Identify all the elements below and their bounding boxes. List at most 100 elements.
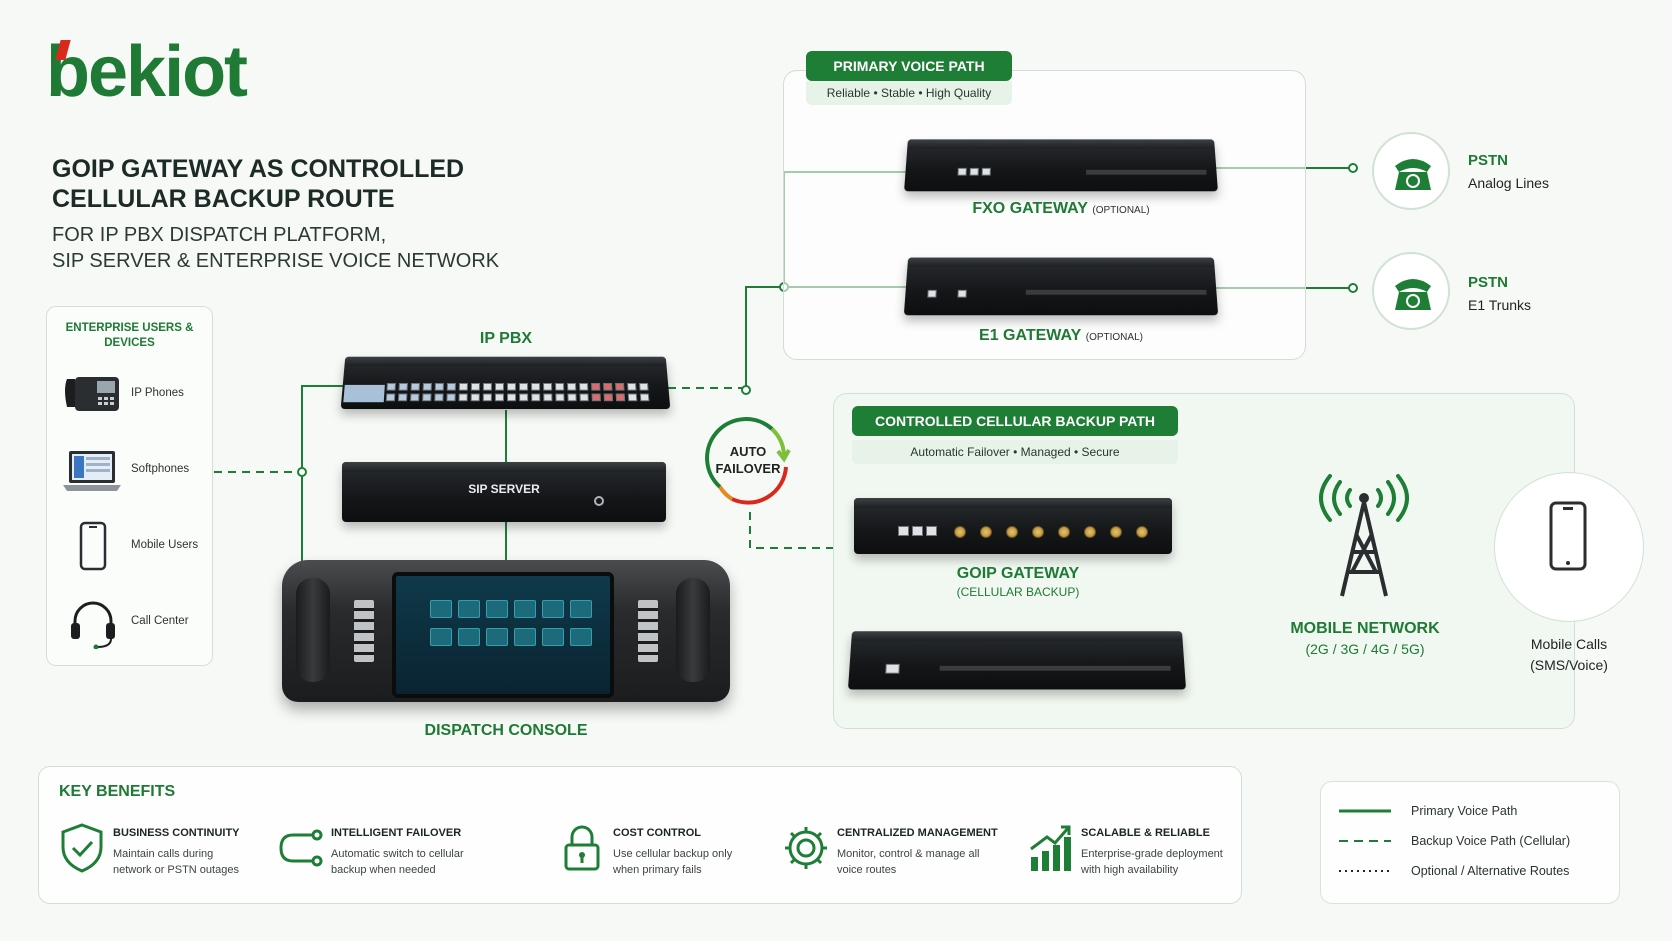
page-subtitle: FOR IP PBX DISPATCH PLATFORM, SIP SERVER… xyxy=(52,222,572,274)
padlock-icon xyxy=(564,825,600,871)
subtitle-line-1: FOR IP PBX DISPATCH PLATFORM, xyxy=(52,224,387,246)
e1-optional-label: (OPTIONAL) xyxy=(1085,332,1143,343)
failover-cycle-icon xyxy=(705,417,791,505)
failover-line-1: AUTO xyxy=(729,444,767,459)
benefit-desc: Automatic switch to cellular backup when… xyxy=(331,848,464,876)
pstn-e1-subtitle: E1 Trunks xyxy=(1468,297,1532,313)
goip-gateway-sublabel: (CELLULAR BACKUP) xyxy=(956,585,1080,599)
antenna-connectors xyxy=(954,526,1148,538)
mobile-calls-label: Mobile Calls (SMS/Voice) xyxy=(1494,634,1644,676)
user-label-call-center: Call Center xyxy=(131,615,189,627)
mobile-calls-line-2: (SMS/Voice) xyxy=(1530,657,1608,673)
benefit-desc: Maintain calls during network or PSTN ou… xyxy=(113,848,239,876)
pstn-e1-title: PSTN xyxy=(1468,274,1509,291)
mobile-network-subtitle: (2G / 3G / 4G / 5G) xyxy=(1305,641,1425,657)
benefit-title: CENTRALIZED MANAGEMENT xyxy=(837,827,998,839)
e1-gateway-label: E1 GATEWAY xyxy=(979,327,1082,344)
smartphone-icon xyxy=(1549,501,1587,571)
headset-icon xyxy=(71,601,115,649)
primary-path-title: PRIMARY VOICE PATH xyxy=(806,51,1012,81)
backup-link-failover-goip xyxy=(749,512,846,549)
mobile-calls-line-1: Mobile Calls xyxy=(1530,636,1608,652)
benefit-title: SCALABLE & RELIABLE xyxy=(1081,827,1210,839)
fxo-gateway-device xyxy=(904,139,1218,192)
title-line-2: CELLULAR BACKUP ROUTE xyxy=(52,185,395,213)
pstn-analog-circle xyxy=(1372,132,1450,210)
bekiot-logo: bekiot xyxy=(46,36,248,108)
key-benefits-panel: KEY BENEFITS BUSINESS CONTINUITY Maintai… xyxy=(38,766,1242,904)
sip-server-label: SIP SERVER xyxy=(468,482,540,496)
benefit-intelligent-failover: INTELLIGENT FAILOVER Automatic switch to… xyxy=(275,819,535,889)
telephone-icon xyxy=(1395,279,1431,310)
left-handset xyxy=(296,578,330,682)
laptop-icon xyxy=(63,451,121,491)
console-touchscreen xyxy=(392,572,614,698)
smartphone-icon xyxy=(79,521,107,571)
right-handset xyxy=(676,578,710,682)
logo-text: bekiot xyxy=(46,32,248,112)
backup-path-subtitle: Automatic Failover • Managed • Secure xyxy=(852,440,1178,464)
pstn-analog-subtitle: Analog Lines xyxy=(1468,175,1549,191)
legend-item-primary: Primary Voice Path xyxy=(1339,802,1609,822)
auto-failover-indicator: AUTO FAILOVER xyxy=(700,415,796,511)
benefit-business-continuity: BUSINESS CONTINUITY Maintain calls durin… xyxy=(57,819,287,889)
ip-pbx-device xyxy=(340,356,671,410)
ip-phone-icon xyxy=(65,377,119,411)
pbx-port-bank-upper xyxy=(386,382,649,391)
pstn-analog-title: PSTN xyxy=(1468,152,1509,169)
secondary-gateway-device xyxy=(847,631,1187,690)
legend-label-optional: Optional / Alternative Routes xyxy=(1411,864,1570,878)
user-label-softphones: Softphones xyxy=(131,463,190,475)
power-button xyxy=(594,496,604,506)
telephone-icon xyxy=(1395,159,1431,190)
sip-server-device: SIP SERVER xyxy=(342,462,666,522)
legend-dashed-line xyxy=(1339,840,1391,842)
legend-item-optional: Optional / Alternative Routes xyxy=(1339,862,1609,882)
switch-route-icon xyxy=(279,829,323,867)
e1-gateway-device xyxy=(903,257,1219,316)
user-label-ip-phones: IP Phones xyxy=(131,387,184,399)
benefit-title: BUSINESS CONTINUITY xyxy=(113,827,240,839)
line-legend: Primary Voice Path Backup Voice Path (Ce… xyxy=(1320,781,1620,904)
dispatch-console-label: DISPATCH CONSOLE xyxy=(424,722,588,739)
benefit-desc: Enterprise-grade deployment with high av… xyxy=(1081,848,1223,876)
user-item-mobile-users: Mobile Users xyxy=(59,517,209,577)
backup-path-title: CONTROLLED CELLULAR BACKUP PATH xyxy=(852,406,1178,436)
growth-chart-icon xyxy=(1030,825,1071,871)
failover-line-2: FAILOVER xyxy=(715,461,781,476)
user-item-softphones: Softphones xyxy=(59,441,209,501)
goip-gateway-label: GOIP GATEWAY xyxy=(956,565,1080,582)
title-line-1: GOIP GATEWAY AS CONTROLLED xyxy=(52,155,465,183)
subtitle-line-2: SIP SERVER & ENTERPRISE VOICE NETWORK xyxy=(52,250,500,272)
pbx-port-bank-lower xyxy=(385,393,650,402)
page-title: GOIP GATEWAY AS CONTROLLED CELLULAR BACK… xyxy=(52,154,532,214)
fxo-optional-label: (OPTIONAL) xyxy=(1092,205,1150,216)
user-label-mobile-users: Mobile Users xyxy=(131,539,199,551)
right-keypad xyxy=(638,600,658,662)
benefit-centralized-management: CENTRALIZED MANAGEMENT Monitor, control … xyxy=(781,819,1031,889)
gear-icon xyxy=(785,827,827,869)
user-item-call-center: Call Center xyxy=(59,593,209,653)
ip-pbx-label: IP PBX xyxy=(479,330,533,347)
legend-item-backup: Backup Voice Path (Cellular) xyxy=(1339,832,1609,852)
benefit-cost-control: COST CONTROL Use cellular backup only wh… xyxy=(557,819,777,889)
primary-link-users-pbx xyxy=(301,385,345,472)
legend-label-primary: Primary Voice Path xyxy=(1411,804,1518,818)
user-item-ip-phones: IP Phones xyxy=(59,365,209,425)
dispatch-console-device xyxy=(282,560,730,702)
failover-label: AUTO FAILOVER xyxy=(700,443,796,477)
benefit-desc: Monitor, control & manage all voice rout… xyxy=(837,848,980,876)
mobile-calls-circle xyxy=(1494,472,1644,622)
benefit-desc: Use cellular backup only when primary fa… xyxy=(613,848,733,876)
cell-tower-icon xyxy=(1319,474,1409,597)
benefit-title: INTELLIGENT FAILOVER xyxy=(331,827,462,839)
benefit-scalable-reliable: SCALABLE & RELIABLE Enterprise-grade dep… xyxy=(1025,819,1241,889)
shield-check-icon xyxy=(61,823,103,873)
key-benefits-title: KEY BENEFITS xyxy=(59,783,176,800)
legend-label-backup: Backup Voice Path (Cellular) xyxy=(1411,834,1571,848)
benefit-title: COST CONTROL xyxy=(613,827,701,839)
left-keypad xyxy=(354,600,374,662)
legend-dotted-line xyxy=(1339,870,1391,872)
legend-solid-line xyxy=(1339,809,1391,813)
goip-gateway-device xyxy=(854,498,1172,554)
